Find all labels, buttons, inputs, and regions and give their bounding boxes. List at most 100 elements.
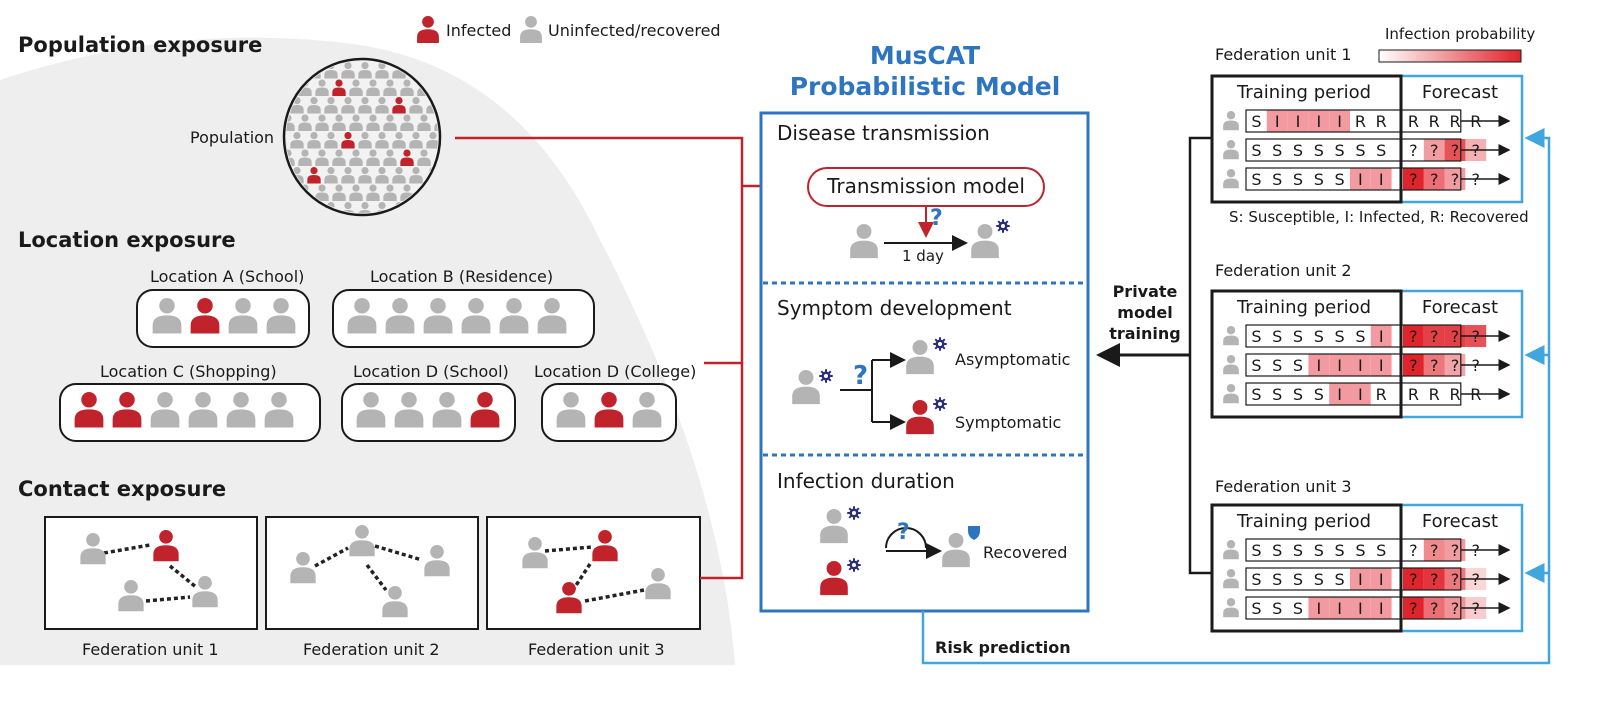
population-person-icon (341, 62, 355, 79)
location-a-label: Location A (School) (150, 267, 305, 286)
population-person-icon (341, 97, 355, 114)
forecast-cell (1403, 539, 1424, 561)
state-letter: S (1251, 570, 1261, 589)
sir-legend: S: Susceptible, I: Infected, R: Recovere… (1229, 208, 1529, 226)
legend-infected-person-icon (417, 16, 439, 43)
population-person-icon (349, 114, 363, 131)
state-letter: S (1355, 541, 1365, 560)
state-letter: I (1379, 170, 1384, 189)
state-cell (1266, 110, 1288, 132)
state-letter: I (1337, 356, 1342, 375)
population-person-icon (324, 167, 338, 184)
forecast-cell (1444, 325, 1466, 347)
population-person-icon (409, 167, 423, 184)
row-person-icon (1223, 598, 1239, 618)
population-person-icon (383, 149, 397, 166)
population-person-icon (375, 97, 389, 114)
state-letter: S (1251, 327, 1261, 346)
forecast-cell (1444, 139, 1466, 161)
risk-prediction-label: Risk prediction (935, 638, 1071, 657)
contact-person-icon (382, 586, 408, 618)
state-cell (1287, 597, 1309, 619)
symptom-branch (840, 352, 906, 430)
forecast-cell (1444, 354, 1466, 376)
state-letter: S (1272, 541, 1282, 560)
forecast-cell (1403, 325, 1424, 347)
state-cell (1308, 354, 1330, 376)
state-cell (1246, 597, 1267, 619)
state-cell (1370, 568, 1392, 590)
legend-uninfected-person-icon (520, 16, 542, 43)
state-cell (1246, 568, 1267, 590)
state-letter: R (1355, 112, 1366, 131)
private-training-line2: model (1117, 303, 1173, 322)
row-person-icon (1223, 355, 1239, 375)
population-person-icon (409, 97, 423, 114)
forecast-cell (1423, 568, 1445, 590)
state-cell (1266, 139, 1288, 161)
state-cell (1350, 383, 1371, 405)
state-letter: R (1376, 385, 1387, 404)
location-person-icon (632, 392, 662, 428)
recovered-person-icon (942, 533, 970, 568)
state-cell (1308, 139, 1330, 161)
location-person-icon (347, 298, 377, 334)
population-infected-person-icon (307, 167, 321, 184)
forecast-cell (1423, 110, 1445, 132)
forecast-cell (1444, 597, 1466, 619)
legend-probability-label: Infection probability (1385, 25, 1536, 43)
state-letter: S (1251, 141, 1261, 160)
row-person-icon (1223, 326, 1239, 346)
population-person-icon (366, 79, 380, 96)
state-cell (1329, 139, 1350, 161)
disease-transmission-title: Disease transmission (777, 121, 990, 145)
state-letter: S (1335, 327, 1345, 346)
state-letter: I (1358, 356, 1363, 375)
forecast-letter: ? (1451, 541, 1460, 560)
population-person-icon (307, 97, 321, 114)
state-cell (1370, 597, 1392, 619)
transmission-person-icon (850, 224, 878, 259)
state-letter: R (1376, 112, 1387, 131)
state-cell (1246, 325, 1267, 347)
duration-virus-icon-2 (847, 558, 861, 572)
population-person-icon (375, 167, 389, 184)
forecast-cell (1403, 168, 1424, 190)
state-cell (1266, 539, 1288, 561)
asymptomatic-person-icon (906, 340, 934, 375)
population-person-icon (383, 79, 397, 96)
duration-virus-icon (847, 506, 861, 520)
state-letter: S (1314, 570, 1324, 589)
population-person-icon (417, 149, 431, 166)
state-letter: S (1293, 141, 1303, 160)
state-letter: S (1272, 356, 1282, 375)
location-person-icon (556, 392, 586, 428)
state-cell (1266, 325, 1288, 347)
state-cell (1350, 539, 1371, 561)
state-cell (1329, 597, 1350, 619)
forecast-cell (1444, 383, 1466, 405)
location-person-icon (461, 298, 491, 334)
duration-question-mark: ? (897, 520, 910, 545)
state-letter: S (1376, 141, 1386, 160)
population-person-icon (315, 79, 329, 96)
state-cell (1246, 139, 1267, 161)
state-cell (1370, 539, 1392, 561)
location-person-icon (190, 298, 220, 334)
contact-person-icon (80, 533, 106, 565)
location-person-icon (264, 392, 294, 428)
forecast-cell (1444, 568, 1466, 590)
population-person-icon (358, 132, 372, 149)
contact-links (103, 543, 645, 603)
location-person-icon (385, 298, 415, 334)
state-letter: S (1293, 570, 1303, 589)
population-person-icon (315, 184, 329, 201)
symptom-person-icon (792, 370, 820, 405)
forecast-letter: R (1408, 385, 1419, 404)
state-cell (1246, 539, 1267, 561)
state-letter: S (1293, 385, 1303, 404)
state-letter: S (1293, 356, 1303, 375)
state-cell (1308, 110, 1330, 132)
